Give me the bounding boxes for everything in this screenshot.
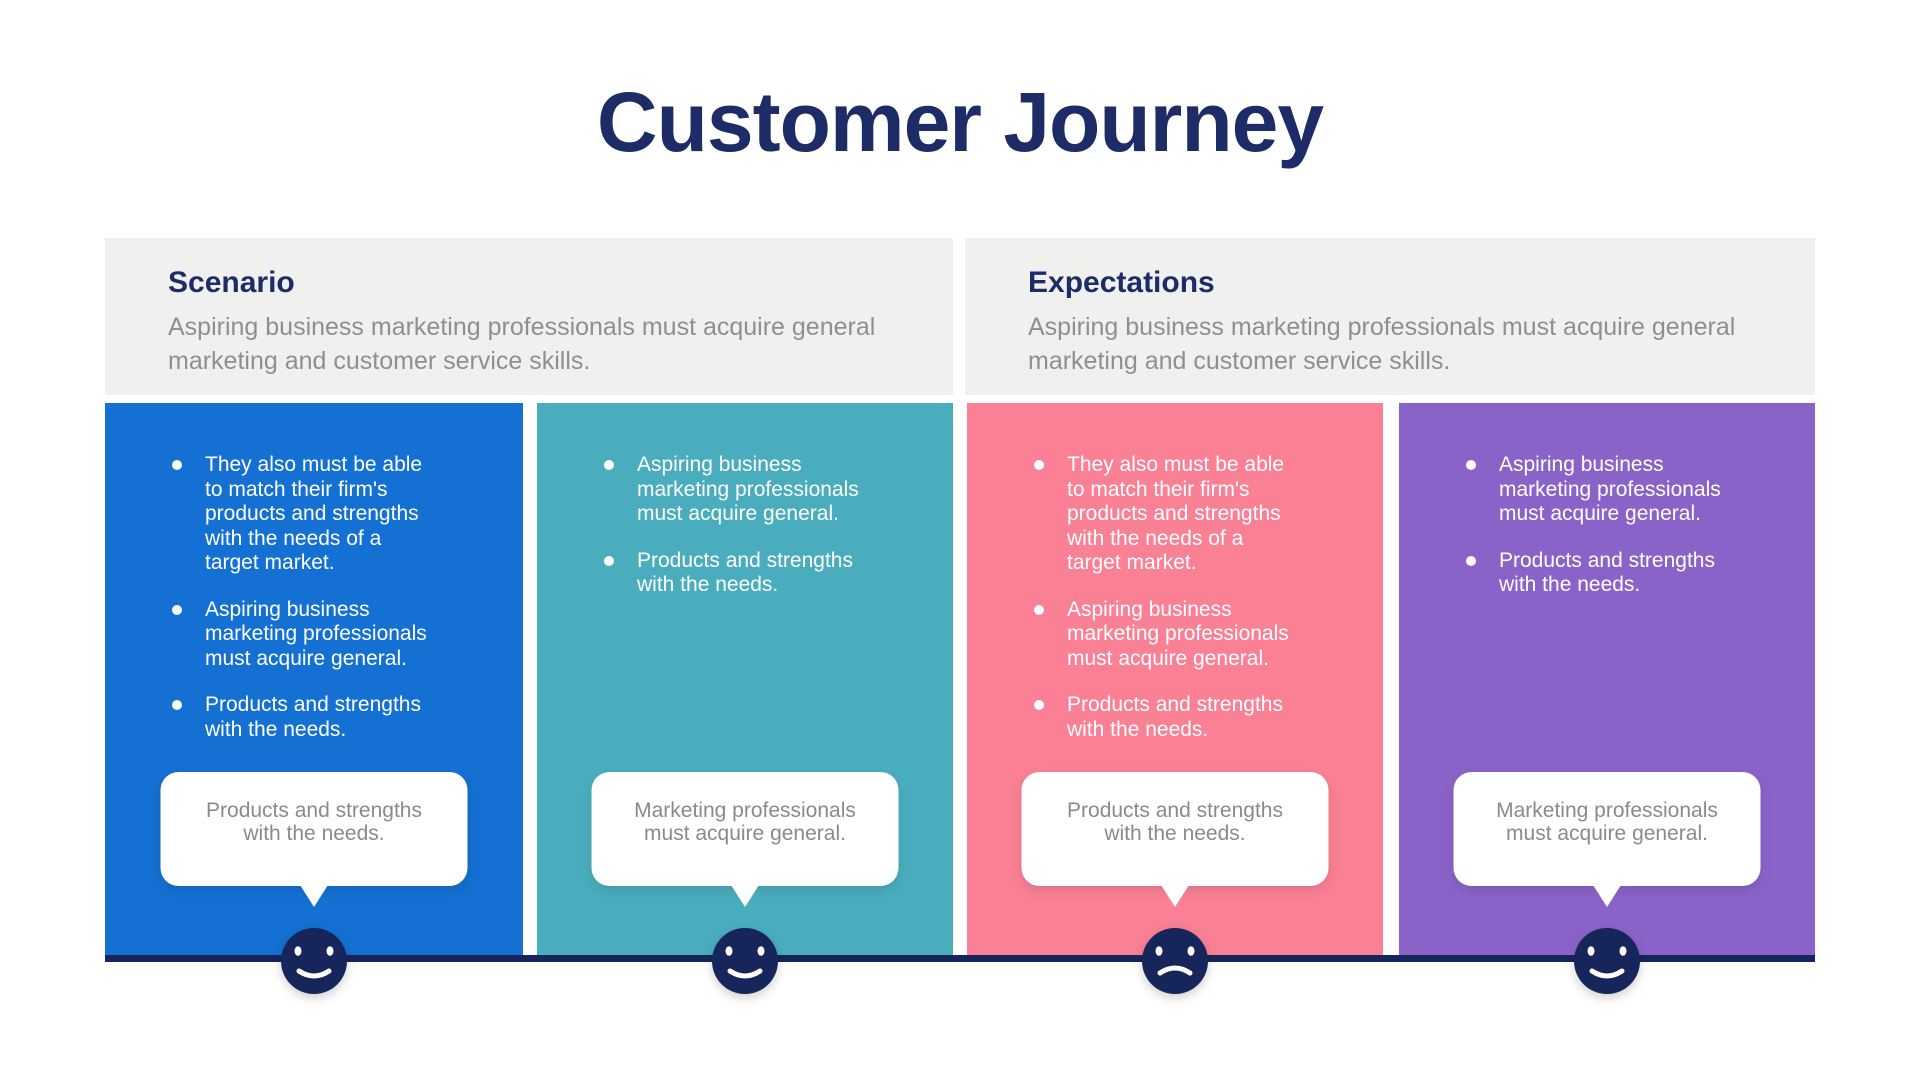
sad-face-icon — [1142, 928, 1208, 994]
speech-bubble-text: Marketing professionals must acquire gen… — [1496, 799, 1718, 845]
speech-bubble-text: Marketing professionals must acquire gen… — [634, 799, 856, 845]
speech-bubble: Marketing professionals must acquire gen… — [1453, 772, 1761, 886]
bullet-list: They also must be able to match their fi… — [967, 403, 1383, 742]
speech-bubble-tail — [1593, 885, 1621, 907]
bullet-item: Products and strengths with the needs. — [172, 693, 440, 742]
speech-bubble: Products and strengths with the needs. — [160, 772, 468, 886]
scenario-header-box: Scenario Aspiring business marketing pro… — [105, 238, 953, 395]
bullet-item: They also must be able to match their fi… — [172, 453, 440, 576]
expectations-description: Aspiring business marketing professional… — [1028, 313, 1736, 375]
bullet-item: Aspiring business marketing professional… — [1034, 598, 1302, 672]
scenario-heading: Scenario — [168, 266, 295, 299]
bullet-list: Aspiring business marketing professional… — [537, 403, 953, 598]
expectations-heading: Expectations — [1028, 266, 1215, 299]
bullet-item: Aspiring business marketing professional… — [604, 453, 872, 527]
bullet-list: Aspiring business marketing professional… — [1399, 403, 1815, 598]
speech-bubble-tail — [1161, 885, 1189, 907]
bullet-item: Products and strengths with the needs. — [1034, 693, 1302, 742]
stage-column-2: Aspiring business marketing professional… — [537, 403, 953, 955]
speech-bubble-text: Products and strengths with the needs. — [206, 799, 422, 845]
stage-column-1: They also must be able to match their fi… — [105, 403, 523, 955]
speech-bubble: Marketing professionals must acquire gen… — [591, 772, 899, 886]
happy-face-icon — [1574, 928, 1640, 994]
speech-bubble-text: Products and strengths with the needs. — [1067, 799, 1283, 845]
page-title: Customer Journey — [596, 75, 1324, 169]
speech-bubble: Products and strengths with the needs. — [1021, 772, 1329, 886]
bullet-list: They also must be able to match their fi… — [105, 403, 523, 742]
scenario-description: Aspiring business marketing professional… — [168, 313, 876, 375]
bullet-item: Aspiring business marketing professional… — [1466, 453, 1734, 527]
speech-bubble-tail — [300, 885, 328, 907]
bullet-item: Aspiring business marketing professional… — [172, 598, 440, 672]
bullet-item: Products and strengths with the needs. — [604, 549, 872, 598]
stage-column-3: They also must be able to match their fi… — [967, 403, 1383, 955]
expectations-header-box: Expectations Aspiring business marketing… — [965, 238, 1815, 395]
happy-face-icon — [712, 928, 778, 994]
stage-column-4: Aspiring business marketing professional… — [1399, 403, 1815, 955]
speech-bubble-tail — [731, 885, 759, 907]
bullet-item: Products and strengths with the needs. — [1466, 549, 1734, 598]
happy-face-icon — [281, 928, 347, 994]
bullet-item: They also must be able to match their fi… — [1034, 453, 1302, 576]
timeline-line — [105, 955, 1815, 962]
